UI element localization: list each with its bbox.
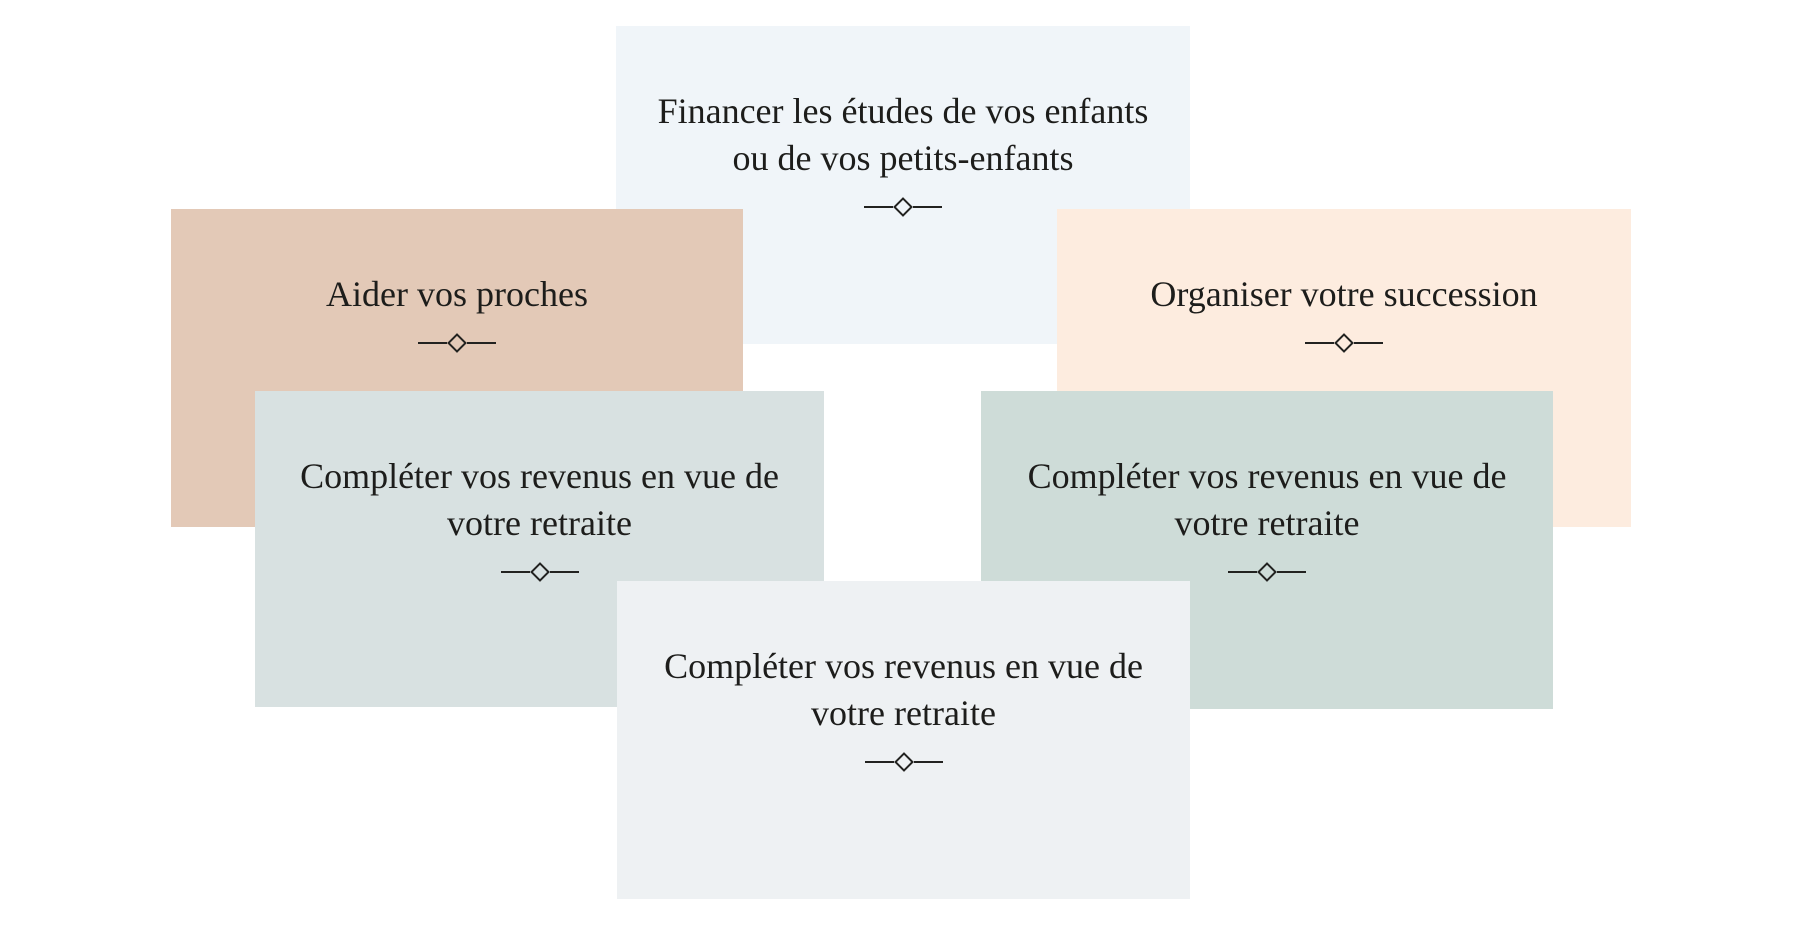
goal-card-title-line: Aider vos proches: [326, 274, 588, 314]
divider-line: [1305, 342, 1334, 344]
goal-card-title: Compléter vos revenus en vue de votre re…: [255, 453, 824, 547]
goal-card-revenus-retraite-bottom[interactable]: Compléter vos revenus en vue de votre re…: [617, 581, 1190, 899]
goal-card-title-line: Compléter vos revenus en vue de: [1027, 456, 1507, 496]
divider-line: [1354, 342, 1383, 344]
goal-card-title: Aider vos proches: [171, 271, 743, 318]
divider-line: [549, 571, 579, 573]
goal-card-title-line: Compléter vos revenus en vue de: [664, 646, 1143, 686]
divider-line: [913, 761, 943, 763]
goal-card-title-line: ou de vos petits-enfants: [732, 138, 1074, 178]
goal-card-title-line: votre retraite: [1174, 503, 1360, 543]
goal-card-title-line: Organiser votre succession: [1150, 274, 1538, 314]
divider-line: [418, 342, 447, 344]
diamond-icon: [893, 197, 913, 217]
goal-card-revenus-retraite-left[interactable]: Compléter vos revenus en vue de votre re…: [255, 391, 824, 707]
diamond-divider: [171, 332, 743, 354]
goal-card-title-line: votre retraite: [811, 693, 996, 733]
goal-card-title-line: votre retraite: [447, 503, 632, 543]
goal-card-title: Organiser votre succession: [1057, 271, 1631, 318]
goal-card-title: Compléter vos revenus en vue de votre re…: [981, 453, 1553, 547]
diamond-divider: [616, 196, 1190, 218]
diamond-icon: [529, 562, 550, 582]
divider-line: [864, 761, 894, 763]
diamond-icon: [893, 752, 914, 772]
divider-line: [467, 342, 496, 344]
divider-line: [500, 571, 530, 573]
diamond-divider: [1057, 332, 1631, 354]
divider-line: [1228, 571, 1257, 573]
divider-line: [1277, 571, 1306, 573]
goal-card-title-line: Compléter vos revenus en vue de: [300, 456, 779, 496]
divider-line: [913, 206, 942, 208]
diamond-icon: [1334, 333, 1354, 353]
goal-card-title: Compléter vos revenus en vue de votre re…: [617, 643, 1190, 737]
goal-card-title: Financer les études de vos enfants ou de…: [616, 88, 1190, 182]
goal-card-title-line: Financer les études de vos enfants: [657, 91, 1149, 131]
divider-line: [864, 206, 893, 208]
diamond-icon: [447, 333, 467, 353]
diamond-icon: [1257, 562, 1277, 582]
diamond-divider: [255, 561, 824, 583]
diamond-divider: [617, 751, 1190, 773]
diamond-divider: [981, 561, 1553, 583]
